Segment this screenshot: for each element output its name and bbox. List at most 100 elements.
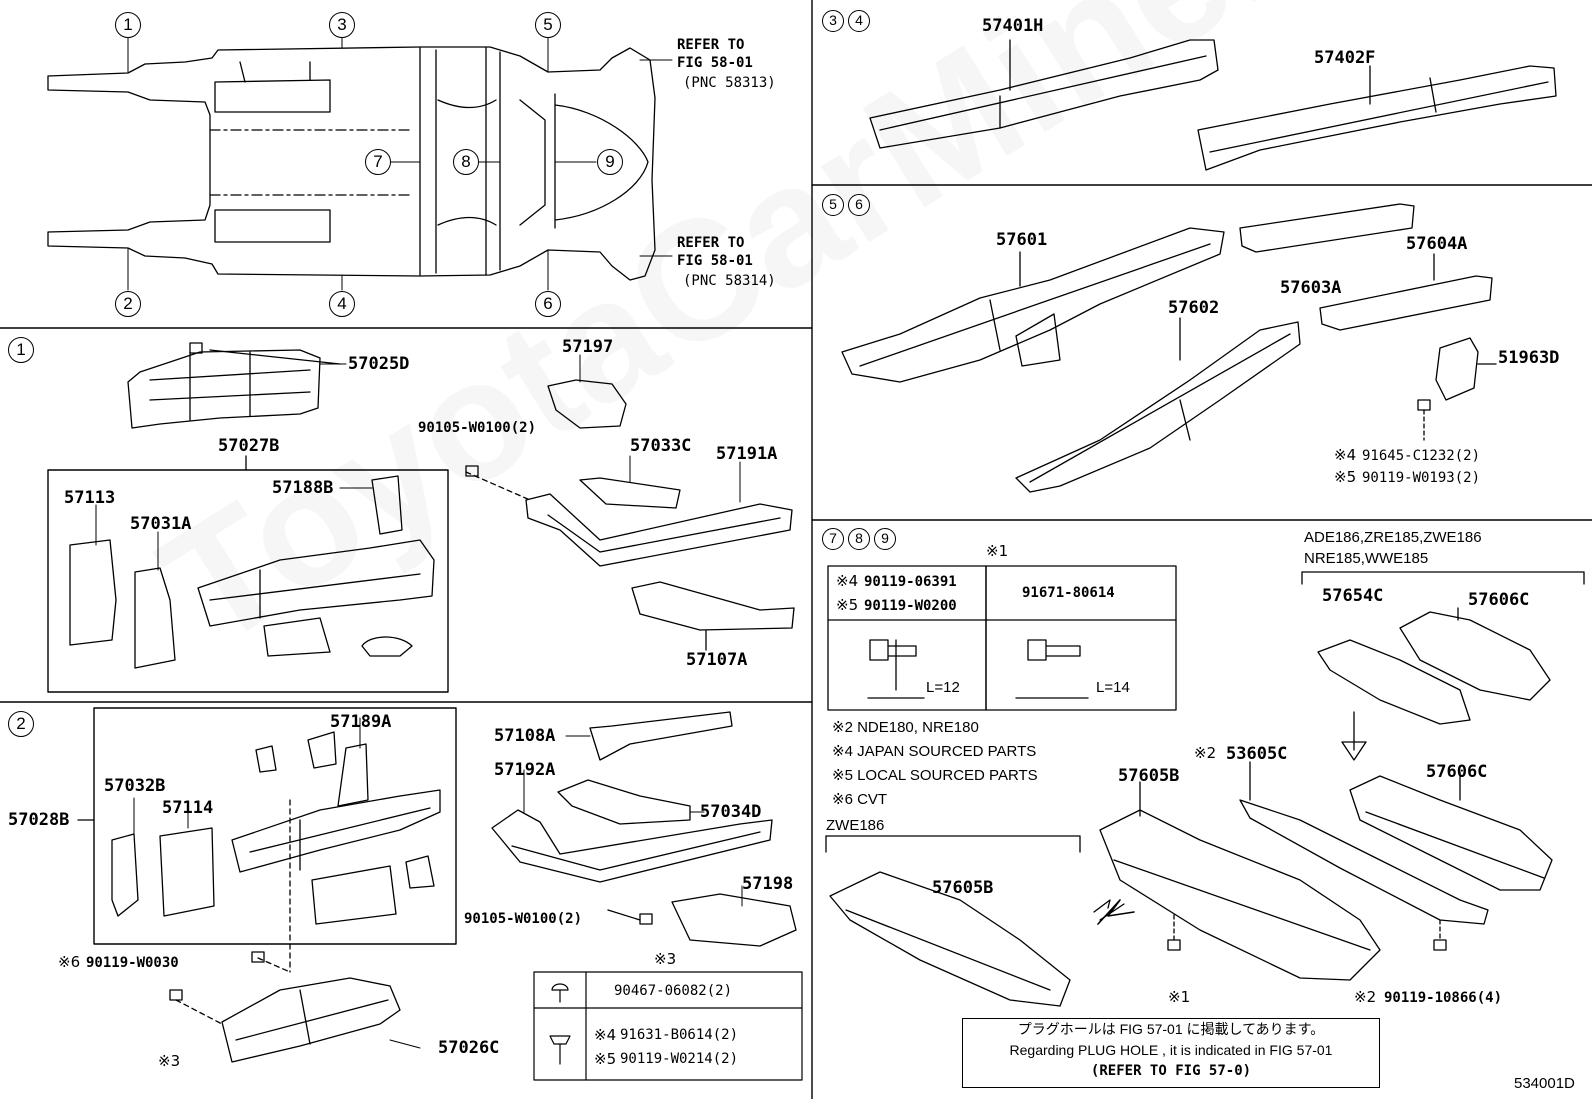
bolt-length-left: L=12	[926, 679, 960, 696]
part-57603A: 57603A	[1280, 278, 1342, 298]
part-57402F: 57402F	[1314, 48, 1376, 68]
screw-mark-4: ※4	[594, 1026, 617, 1044]
refer-front-line1: REFER TO	[677, 37, 745, 53]
refer-rear-line2: FIG 58-01	[677, 253, 753, 269]
screw-table-mark-3: ※3	[654, 950, 677, 968]
callout-9: 9	[597, 149, 623, 175]
callout-1: 1	[115, 12, 141, 38]
section9-title: 9	[874, 528, 896, 550]
screw-mark-5: ※5	[594, 1050, 617, 1068]
plug-hole-note: プラグホールは FIG 57-01 に掲載してあります。 Regarding P…	[962, 1018, 1380, 1088]
refer-rear-line1: REFER TO	[677, 235, 745, 251]
part-57604A: 57604A	[1406, 234, 1468, 254]
part-57026C: 57026C	[438, 1038, 500, 1058]
part-57028B: 57028B	[8, 810, 70, 830]
bolt-table-mark-1: ※1	[986, 542, 1009, 560]
note-ade-line2: NRE185,WWE185	[1304, 550, 1429, 567]
part-57027B: 57027B	[218, 436, 280, 456]
callout-6: 6	[535, 291, 561, 317]
part-90105-W0100-b: 90105-W0100(2)	[464, 911, 583, 927]
part-57605B-b: 57605B	[932, 878, 994, 898]
screw-row-1: 90467-06082(2)	[614, 983, 733, 999]
part-57033C: 57033C	[630, 436, 692, 456]
section2-title: 2	[8, 711, 34, 737]
section4-title: 4	[848, 10, 870, 32]
plug-hole-line3: (REFER TO FIG 57-0)	[1090, 1063, 1252, 1079]
note-ade-line1: ADE186,ZRE185,ZWE186	[1304, 529, 1482, 546]
part-57107A: 57107A	[686, 650, 748, 670]
section789-artwork	[825, 565, 1585, 1007]
part-90105-W0100-a: 90105-W0100(2)	[418, 420, 537, 436]
part-57189A: 57189A	[330, 712, 392, 732]
mark-6: ※6	[58, 953, 81, 971]
part-57401H: 57401H	[982, 16, 1044, 36]
part-91645-C1232: 91645-C1232(2)	[1362, 448, 1481, 464]
overview-leaders	[127, 37, 673, 291]
refer-front-line2: FIG 58-01	[677, 55, 753, 71]
plug-hole-line2: Regarding PLUG HOLE , it is indicated in…	[1009, 1042, 1333, 1058]
part-57114: 57114	[162, 798, 214, 818]
section3-title: 3	[822, 10, 844, 32]
part-57031A: 57031A	[130, 514, 192, 534]
note-4: ※4 JAPAN SOURCED PARTS	[832, 743, 1037, 760]
section56-artwork	[841, 203, 1497, 493]
part-53605C: 53605C	[1226, 744, 1288, 764]
section1-leaders	[95, 354, 741, 571]
section5-title: 5	[822, 194, 844, 216]
note-5: ※5 LOCAL SOURCED PARTS	[832, 767, 1038, 784]
bolt-mark-4: ※4	[836, 572, 859, 590]
diagram-code: 534001D	[1514, 1075, 1575, 1092]
part-57032B: 57032B	[104, 776, 166, 796]
callout-3: 3	[329, 12, 355, 38]
part-57197: 57197	[562, 337, 614, 357]
part-57198: 57198	[742, 874, 794, 894]
screw-row-2: 91631-B0614(2)	[620, 1027, 739, 1043]
part-57108A: 57108A	[494, 726, 556, 746]
part-57113: 57113	[64, 488, 116, 508]
bolt-length-right: L=14	[1096, 679, 1130, 696]
screw-row-3: 90119-W0214(2)	[620, 1051, 739, 1067]
section1-title: 1	[8, 337, 34, 363]
refer-rear-line3: (PNC 58314)	[683, 273, 776, 289]
plug-hole-line1: プラグホールは FIG 57-01 に掲載してあります。	[1017, 1021, 1325, 1037]
callout-2: 2	[115, 291, 141, 317]
part-57192A: 57192A	[494, 760, 556, 780]
refer-front-line3: (PNC 58313)	[683, 75, 776, 91]
part-57191A: 57191A	[716, 444, 778, 464]
part-57605B-a: 57605B	[1118, 766, 1180, 786]
section2-artwork	[77, 707, 797, 1063]
section8-title: 8	[848, 528, 870, 550]
note-zwe186: ZWE186	[826, 817, 885, 834]
section2-leaders	[133, 717, 743, 1049]
part-57034D: 57034D	[700, 802, 762, 822]
bolt-left-2: 90119-W0200	[864, 598, 957, 614]
part-51963D: 51963D	[1498, 348, 1560, 368]
part-57606C-b: 57606C	[1426, 762, 1488, 782]
mark-2-b: ※2	[1354, 988, 1377, 1006]
part-90119-W0193: 90119-W0193(2)	[1362, 470, 1481, 486]
mark-5-s56: ※5	[1334, 468, 1357, 486]
part-90119-10866: 90119-10866(4)	[1384, 990, 1503, 1006]
section1-artwork	[47, 342, 795, 693]
mark-2-a: ※2	[1194, 744, 1217, 762]
part-57601: 57601	[996, 230, 1048, 250]
mark-3: ※3	[158, 1052, 181, 1070]
callout-8: 8	[453, 149, 479, 175]
callout-7: 7	[365, 149, 391, 175]
bolt-mark-5: ※5	[836, 596, 859, 614]
screw-table	[533, 971, 803, 1081]
part-57188B: 57188B	[272, 478, 334, 498]
part-57025D: 57025D	[348, 354, 410, 374]
part-57654C: 57654C	[1322, 586, 1384, 606]
section6-title: 6	[848, 194, 870, 216]
part-57606C-a: 57606C	[1468, 590, 1530, 610]
mark-4-s56: ※4	[1334, 446, 1357, 464]
bolt-left-1: 90119-06391	[864, 574, 957, 590]
bolt-right: 91671-80614	[1022, 585, 1115, 601]
section34-artwork	[869, 39, 1557, 171]
note-6: ※6 CVT	[832, 791, 888, 808]
section7-title: 7	[822, 528, 844, 550]
